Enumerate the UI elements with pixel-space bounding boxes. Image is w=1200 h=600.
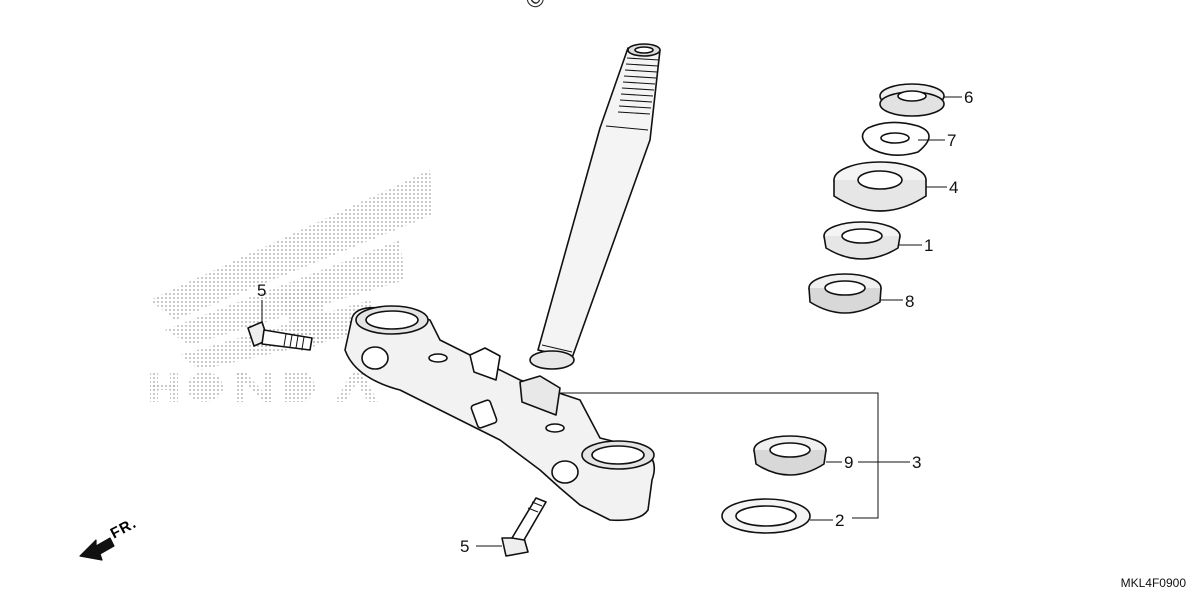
upper-bearing-part-8 <box>808 273 882 314</box>
dust-seal-part-2 <box>721 498 811 534</box>
leader-lines <box>261 96 962 547</box>
adjusting-nut-part-4 <box>833 161 927 212</box>
callout-4: 4 <box>949 178 959 197</box>
callout-1: 1 <box>924 236 934 255</box>
callout-5-upper: 5 <box>257 281 267 300</box>
bolt-part-5-upper <box>247 321 313 351</box>
lock-washer-part-7 <box>861 121 930 156</box>
bolt-part-5-lower <box>501 497 547 557</box>
stem-nut-part-6 <box>879 83 945 117</box>
callout-6: 6 <box>964 88 974 107</box>
diagram-code: MKL4F0900 <box>1120 576 1186 590</box>
callout-5-lower: 5 <box>460 537 470 556</box>
callout-2: 2 <box>835 511 845 530</box>
callout-9: 9 <box>844 453 854 472</box>
callout-3: 3 <box>912 453 922 472</box>
lower-bearing-part-9 <box>753 435 827 476</box>
callout-8: 8 <box>905 292 915 311</box>
dust-seal-part-1 <box>823 221 901 260</box>
steering-stem <box>529 43 661 370</box>
callout-7: 7 <box>947 131 957 150</box>
steering-stem-bottom-bridge <box>344 305 656 522</box>
front-direction-arrow-icon <box>79 537 115 561</box>
